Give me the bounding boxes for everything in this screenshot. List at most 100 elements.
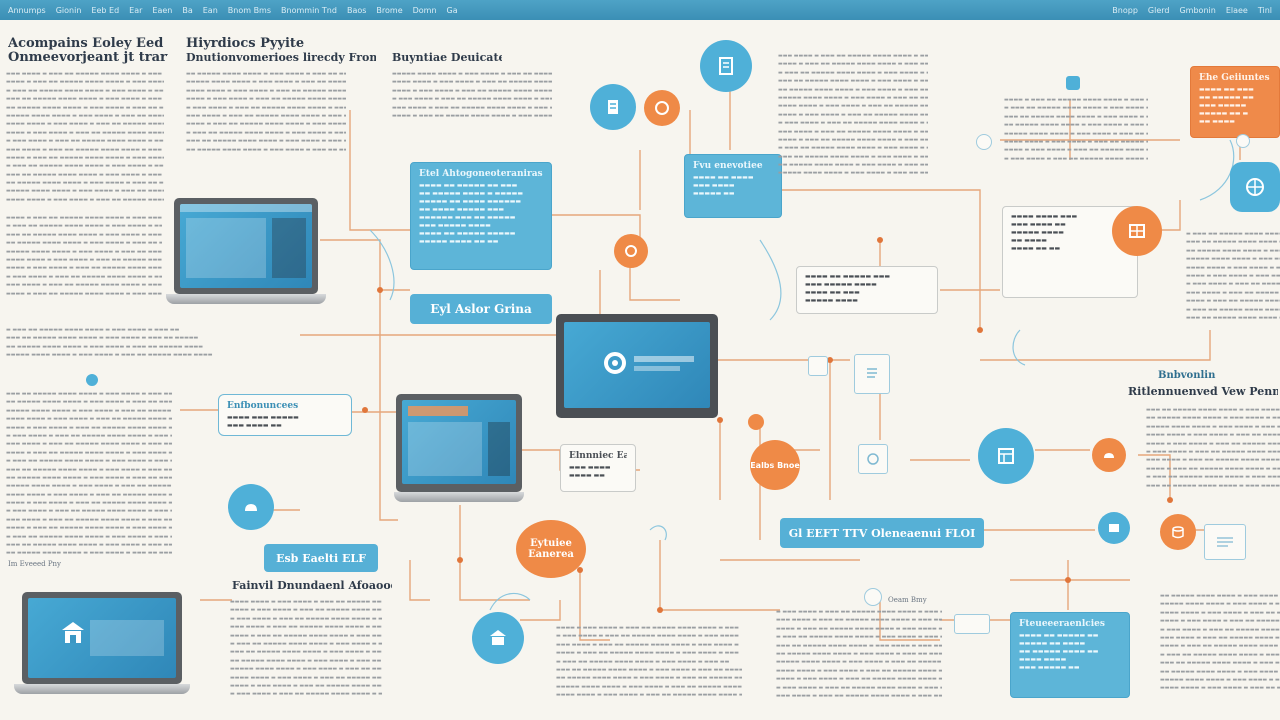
text-line: ▬ ▬▬▬ ▬▬▬▬ ▬ ▬▬▬ ▬▬ ▬▬▬▬▬ ▬▬▬▬ ▬▬▬▬ ▬ ▬▬… xyxy=(230,615,382,622)
text-line: ▬ ▬▬▬ ▬▬ ▬▬▬▬▬ ▬▬▬▬ ▬▬▬▬ ▬ ▬▬▬ ▬▬▬▬ ▬ ▬▬… xyxy=(1160,651,1280,658)
text-line: ▬▬▬ ▬▬▬▬ ▬ ▬▬▬ ▬▬ ▬▬▬▬▬ ▬▬▬▬ ▬▬▬▬ ▬ ▬▬▬ … xyxy=(778,128,928,135)
monitor-device-center xyxy=(556,314,720,424)
small-tag-2: Oeam Bmy xyxy=(888,596,927,604)
text-line: ▬▬▬ ▬▬▬▬ ▬ ▬▬▬ ▬▬ ▬▬▬▬▬ ▬▬▬▬ ▬▬▬▬ ▬ ▬▬▬ … xyxy=(1186,289,1280,296)
text-line: ▬▬▬▬ ▬ ▬▬▬ ▬▬▬▬ ▬ ▬▬▬ ▬▬ ▬▬▬▬▬ ▬▬▬▬ ▬▬▬▬… xyxy=(392,87,552,94)
text-line: ▬▬▬▬ ▬▬▬▬ ▬ ▬▬▬ ▬▬▬▬ ▬ ▬▬▬ ▬▬ ▬▬▬▬▬ ▬▬▬▬… xyxy=(1004,138,1148,145)
text-block-bottom-right: ▬ ▬▬▬ ▬▬▬▬ ▬ ▬▬▬ ▬▬ ▬▬▬▬▬ ▬▬▬▬ ▬▬▬▬ ▬ ▬▬… xyxy=(776,608,942,700)
text-line: ▬ ▬▬▬ ▬▬ ▬▬▬▬▬ ▬▬▬▬ ▬▬▬▬ ▬ ▬▬▬ ▬▬▬▬ ▬ ▬▬… xyxy=(6,163,164,170)
globe-icon[interactable] xyxy=(1230,162,1280,212)
laptop-screen xyxy=(180,204,312,288)
globe-icon[interactable] xyxy=(858,444,888,474)
server-icon[interactable] xyxy=(1098,512,1130,544)
top-nav-item[interactable]: Bnommin Tnd xyxy=(281,5,337,15)
text-line: ▬ ▬▬▬ ▬▬ ▬▬▬▬▬ ▬▬▬▬ ▬▬▬▬ ▬ ▬▬▬ ▬▬▬▬ ▬ ▬▬… xyxy=(778,69,928,76)
server-icon[interactable] xyxy=(590,84,636,130)
text-line: ▬▬▬ ▬▬ ▬▬▬▬▬ ▬▬▬▬ ▬▬▬▬ ▬ ▬▬▬ ▬▬▬▬ ▬ ▬▬▬ … xyxy=(1146,482,1280,489)
text-line: ▬▬▬▬ ▬▬▬▬ ▬ ▬▬▬ ▬▬▬▬ ▬ ▬▬▬ ▬▬ ▬▬▬▬▬ ▬▬▬▬… xyxy=(1160,685,1280,692)
text-line: ▬▬▬▬▬ ▬▬▬▬ ▬▬▬▬ ▬ ▬▬▬ ▬▬▬▬ ▬ ▬▬▬ ▬▬ ▬▬▬▬… xyxy=(392,71,552,77)
info-card-orange: Ehe Geiiuntes ▬▬▬▬ ▬▬ ▬▬▬▬▬ ▬▬▬▬▬ ▬▬▬▬▬ … xyxy=(1190,66,1280,138)
top-nav-right-item[interactable]: Glerd xyxy=(1147,5,1170,15)
text-line: ▬ ▬▬▬ ▬▬▬▬ ▬ ▬▬▬ ▬▬ ▬▬▬▬▬ ▬▬▬▬ ▬▬▬▬ ▬ ▬▬… xyxy=(556,633,739,640)
text-line: ▬▬ ▬▬▬▬▬ ▬▬▬▬ ▬▬▬▬ ▬ ▬▬▬ ▬▬▬▬ ▬ ▬▬▬ ▬▬ ▬… xyxy=(6,180,164,187)
text-line: ▬▬▬▬ ▬ ▬▬▬ ▬▬▬▬ ▬ ▬▬▬ ▬▬ ▬▬▬▬▬ ▬▬▬▬ ▬▬▬▬… xyxy=(6,500,172,507)
globe-icon[interactable] xyxy=(1236,134,1250,148)
text-line: ▬▬▬ ▬▬ ▬▬▬▬▬ ▬▬▬▬ ▬▬▬▬ ▬ ▬▬▬ ▬▬▬▬ ▬ ▬▬▬ … xyxy=(6,171,164,178)
building-icon[interactable] xyxy=(1112,206,1162,256)
chat-icon[interactable] xyxy=(644,90,680,126)
top-nav-item[interactable]: Brome xyxy=(376,5,403,15)
text-line: ▬▬▬▬▬ ▬▬▬▬ ▬▬▬▬ ▬ ▬▬▬ ▬▬▬▬ ▬ ▬▬▬ ▬▬ ▬▬▬▬… xyxy=(778,170,928,177)
outline-card-1: Enfbonuncees ▬▬▬▬ ▬▬▬ ▬▬▬▬▬▬▬▬ ▬▬▬▬ ▬▬ xyxy=(218,394,352,436)
top-nav-item[interactable]: Eeb Ed xyxy=(91,5,120,15)
top-nav-item[interactable]: Ean xyxy=(202,5,218,15)
text-line: ▬▬▬▬▬ ▬▬▬▬ ▬▬▬▬ ▬ ▬▬▬ ▬▬▬▬ ▬ ▬▬▬ ▬▬ ▬▬▬▬… xyxy=(556,683,742,690)
text-line: ▬▬▬ ▬▬▬▬ ▬ ▬▬▬ ▬▬ ▬▬▬▬▬ ▬▬▬▬ ▬▬▬▬ ▬ ▬▬▬ … xyxy=(230,624,382,631)
database-icon[interactable] xyxy=(1160,514,1196,550)
top-nav-right-item[interactable]: Tinl xyxy=(1257,5,1272,15)
text-line: ▬▬▬▬ ▬ ▬▬▬ ▬▬ ▬▬▬▬▬ ▬▬▬▬ ▬▬▬▬ ▬ ▬▬▬ ▬▬▬▬… xyxy=(6,290,162,297)
mid-title-2: Dnutionvomerioes lirecdy Fromi tab xyxy=(186,51,376,64)
top-nav-item[interactable]: Ear xyxy=(129,5,143,15)
text-line: ▬▬▬▬ ▬ ▬▬▬ ▬▬▬▬ ▬ ▬▬▬ ▬▬ ▬▬▬▬▬ ▬▬▬▬ ▬▬▬▬… xyxy=(1146,440,1280,447)
building-icon[interactable] xyxy=(472,612,524,664)
text-block-top-right: ▬▬▬ ▬▬▬▬ ▬ ▬▬▬ ▬▬ ▬▬▬▬▬ ▬▬▬▬ ▬▬▬▬ ▬ ▬▬▬ … xyxy=(778,52,928,178)
globe-icon[interactable] xyxy=(976,134,992,150)
server-icon[interactable] xyxy=(808,356,828,376)
text-line: ▬▬▬▬ ▬▬▬▬ ▬ ▬▬▬ ▬▬▬▬ ▬ ▬▬▬ ▬▬ ▬▬▬▬▬ ▬▬▬▬… xyxy=(6,416,172,423)
right-title-1: Bnbvonlin xyxy=(1158,370,1216,381)
globe-icon[interactable] xyxy=(864,588,882,606)
top-nav-right-item[interactable]: Elaee xyxy=(1225,5,1248,15)
mid-title-1: Hiyrdiocs Pyyite xyxy=(186,36,305,51)
text-line: ▬▬▬ ▬▬▬▬ ▬ ▬▬▬ ▬▬ ▬▬▬▬▬ ▬▬▬▬ ▬▬▬▬ ▬ ▬▬▬ … xyxy=(6,516,172,523)
top-nav-item[interactable]: Bnom Bms xyxy=(227,5,272,15)
text-line: ▬▬▬▬ ▬ ▬▬▬ ▬▬▬▬ ▬ ▬▬▬ ▬▬ ▬▬▬▬▬ ▬▬▬▬ ▬▬▬▬… xyxy=(776,676,942,683)
chat-icon[interactable]: Eytuiee Eanerea xyxy=(516,520,586,578)
text-line: ▬▬▬▬ ▬▬▬▬ ▬ ▬▬▬ ▬▬▬▬ ▬ ▬▬▬ ▬▬ ▬▬▬▬▬ ▬▬▬▬… xyxy=(186,87,346,94)
blue-pill-label-1: Eyl Aslor Grina xyxy=(410,294,552,324)
cloud-icon[interactable] xyxy=(1092,438,1126,472)
text-line: ▬ ▬▬▬ ▬▬ ▬▬▬▬▬ ▬▬▬▬ ▬▬▬▬ ▬ ▬▬▬ ▬▬▬▬ ▬ ▬▬… xyxy=(1146,474,1280,481)
cloud-icon[interactable] xyxy=(228,484,274,530)
top-nav-item[interactable]: Baos xyxy=(346,5,367,15)
text-line: ▬ ▬▬▬ ▬▬ ▬▬▬▬▬ ▬▬▬▬ ▬▬▬▬ ▬ ▬▬▬ ▬▬▬▬ ▬ ▬▬… xyxy=(6,533,172,540)
text-line: ▬ ▬▬▬ ▬▬ ▬▬▬▬▬ ▬▬▬▬ ▬▬▬▬ ▬ ▬▬▬ ▬▬▬▬ ▬ ▬▬… xyxy=(556,658,730,665)
text-block-mid-top: ▬▬ ▬▬▬▬▬ ▬▬▬▬ ▬▬▬▬ ▬ ▬▬▬ ▬▬▬▬ ▬ ▬▬▬ ▬▬ ▬… xyxy=(186,70,346,158)
text-line: ▬▬ ▬▬▬▬▬ ▬▬▬▬ ▬▬▬▬ ▬ ▬▬▬ ▬▬▬▬ ▬ ▬▬▬ ▬▬ ▬… xyxy=(556,675,742,682)
chat-icon[interactable]: Ealbs Bnoe xyxy=(750,440,800,490)
info-card-blue-3: Fteueeeraenlcies ▬▬▬▬ ▬▬ ▬▬▬▬▬ ▬▬▬▬▬▬▬ ▬… xyxy=(1010,612,1130,698)
top-nav-right-item[interactable]: Bnopp xyxy=(1112,5,1138,15)
top-nav-item[interactable]: Ba xyxy=(182,5,193,15)
laptop-screen-2 xyxy=(28,598,176,678)
text-line: ▬▬ ▬▬▬▬▬ ▬▬▬▬ ▬▬▬▬ ▬ ▬▬▬ ▬▬▬▬ ▬ ▬▬▬ ▬▬ ▬… xyxy=(6,343,203,350)
top-nav-right-item[interactable]: Gmbonin xyxy=(1179,5,1216,15)
cloud-icon[interactable] xyxy=(1066,76,1080,90)
top-nav-item[interactable]: Ga xyxy=(446,5,458,15)
text-block-right-bottom: ▬▬ ▬▬▬▬▬ ▬▬▬▬ ▬▬▬▬ ▬ ▬▬▬ ▬▬▬▬ ▬ ▬▬▬ ▬▬ ▬… xyxy=(1160,592,1280,696)
gear-icon[interactable] xyxy=(614,234,648,268)
text-line: ▬▬▬▬ ▬ ▬▬▬ ▬▬▬▬ ▬ ▬▬▬ ▬▬ ▬▬▬▬▬ ▬▬▬▬ ▬▬▬▬… xyxy=(1004,147,1148,154)
top-nav-bar: Annumps Gionin Eeb Ed Ear Eaen Ba Ean Bnom Bms B… xyxy=(0,0,1280,20)
text-line: ▬▬▬ ▬▬ ▬▬▬▬▬ ▬▬▬▬ ▬▬▬▬ ▬ ▬▬▬ ▬▬▬▬ ▬ ▬▬▬ … xyxy=(778,153,928,160)
document-icon[interactable] xyxy=(1204,524,1246,560)
top-nav-item[interactable]: Domn xyxy=(412,5,437,15)
text-line: ▬▬▬▬ ▬ ▬▬▬ ▬▬▬▬ ▬ ▬▬▬ ▬▬ ▬▬▬▬▬ ▬▬▬▬ ▬▬▬▬… xyxy=(778,111,928,118)
document-icon[interactable] xyxy=(700,40,752,92)
text-line: ▬▬ ▬▬▬▬▬ ▬▬▬▬ ▬▬▬▬ ▬ ▬▬▬ ▬▬▬▬ ▬ ▬▬▬ ▬▬ ▬… xyxy=(1146,415,1280,422)
chat-icon[interactable] xyxy=(86,374,98,386)
text-line: ▬▬ ▬▬▬▬▬ ▬▬▬▬ ▬▬▬▬ ▬ ▬▬▬ ▬▬▬▬ ▬ ▬▬▬ ▬▬ ▬… xyxy=(6,550,172,557)
text-line: ▬▬▬ ▬▬▬▬ ▬ ▬▬▬ ▬▬ ▬▬▬▬▬ ▬▬▬▬ ▬▬▬▬ ▬ ▬▬▬ … xyxy=(1146,457,1280,464)
top-nav-item[interactable]: Eaen xyxy=(152,5,173,15)
server-icon[interactable] xyxy=(954,614,990,634)
text-block-left-bottom: ▬▬▬ ▬▬ ▬▬▬▬▬ ▬▬▬▬ ▬▬▬▬ ▬ ▬▬▬ ▬▬▬▬ ▬ ▬▬▬ … xyxy=(6,390,172,560)
document-icon[interactable] xyxy=(854,354,890,394)
database-icon[interactable] xyxy=(978,428,1034,484)
gear-icon xyxy=(604,352,626,374)
text-line: ▬▬▬▬ ▬ ▬▬▬ ▬▬▬▬ ▬ ▬▬▬ ▬▬ ▬▬▬▬▬ ▬▬▬▬ ▬▬▬▬… xyxy=(1160,618,1280,625)
text-line: ▬ ▬▬▬ ▬▬ ▬▬▬▬▬ ▬▬▬▬ ▬▬▬▬ ▬ ▬▬▬ ▬▬▬▬ ▬ ▬▬… xyxy=(230,640,382,647)
top-nav-item[interactable]: Annumps xyxy=(8,5,46,15)
text-line: ▬▬▬▬ ▬ ▬▬▬ ▬▬ ▬▬▬▬▬ ▬▬▬▬ ▬▬▬▬ ▬ ▬▬▬ ▬▬▬▬… xyxy=(186,121,346,128)
text-line: ▬▬ ▬▬▬▬▬ ▬▬▬▬ ▬▬▬▬ ▬ ▬▬▬ ▬▬▬▬ ▬ ▬▬▬ ▬▬ ▬… xyxy=(776,650,942,657)
text-line: ▬▬▬▬ ▬▬▬▬ ▬ ▬▬▬ ▬▬▬▬ ▬ ▬▬▬ ▬▬ ▬▬▬▬▬ ▬▬▬▬… xyxy=(1186,264,1280,271)
top-nav-item[interactable]: Gionin xyxy=(55,5,82,15)
